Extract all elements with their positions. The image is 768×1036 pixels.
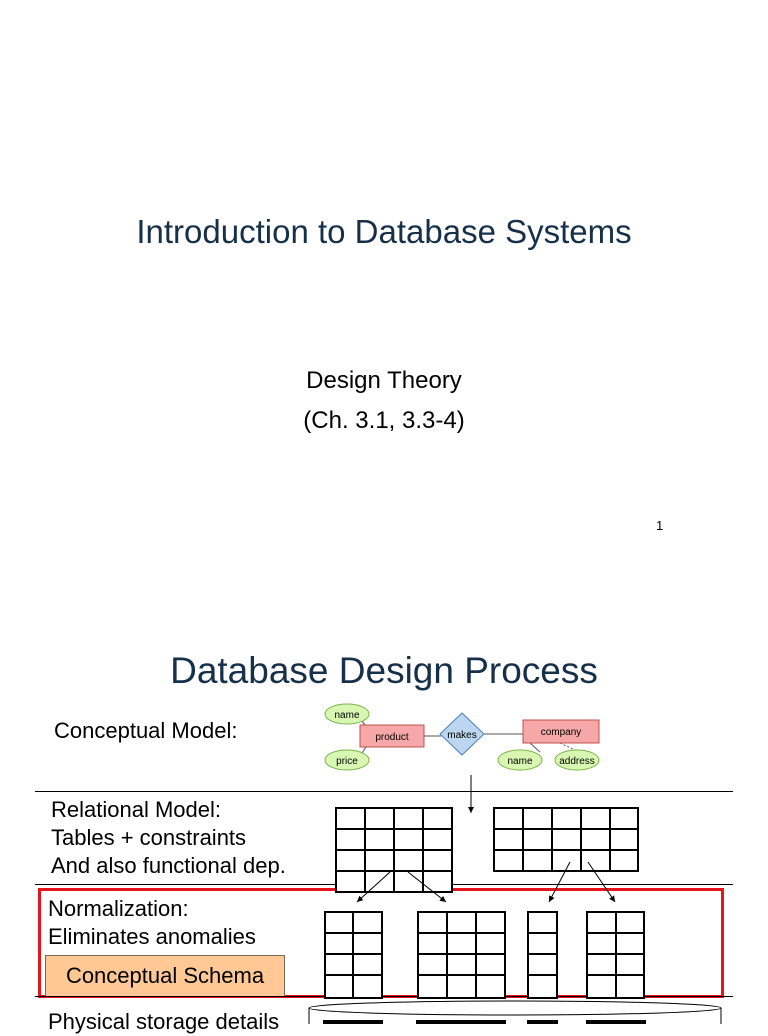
- attribute-address-text: address: [559, 756, 595, 767]
- conceptual-schema-box: Conceptual Schema: [45, 955, 285, 997]
- tables-constraints-label: Tables + constraints: [51, 825, 247, 850]
- normalized-table-3: [527, 911, 558, 999]
- relational-table-left: [335, 807, 453, 893]
- relational-table-right: [493, 807, 639, 872]
- functional-dep-label: And also functional dep.: [51, 853, 286, 878]
- attribute-price-text: price: [336, 756, 358, 767]
- slide1-subtitle-line2: (Ch. 3.1, 3.3-4): [303, 407, 465, 434]
- attribute-name-company: [497, 749, 543, 771]
- attribute-name-product: [324, 703, 370, 725]
- attribute-name-company-text: name: [507, 756, 532, 767]
- attribute-address: [554, 749, 600, 771]
- divider-line-3: [35, 996, 733, 997]
- normalized-table-2: [417, 911, 506, 999]
- storage-cylinder-top: [308, 1000, 722, 1016]
- normalization-arrows: [356, 861, 616, 903]
- relationship-makes: [439, 712, 485, 756]
- slide1-page-number: 1: [656, 518, 664, 533]
- attribute-name-product-text: name: [334, 710, 359, 721]
- relational-model-label: Relational Model:: [51, 797, 221, 822]
- normalization-label: Normalization:: [48, 896, 189, 921]
- conceptual-model-label: Conceptual Model:: [54, 718, 238, 743]
- slide2-title: Database Design Process: [170, 650, 598, 691]
- normalized-table-1: [324, 911, 383, 999]
- slide1-subtitle-line1: Design Theory: [306, 367, 462, 394]
- entity-product: [359, 724, 425, 748]
- eliminates-anomalies-label: Eliminates anomalies: [48, 924, 256, 949]
- physical-tables-partial: [323, 1020, 646, 1024]
- attribute-price: [324, 749, 370, 771]
- slide1-title: Introduction to Database Systems: [136, 213, 632, 250]
- divider-line-1: [35, 791, 733, 792]
- normalized-table-4: [586, 911, 645, 999]
- er-diagram: name price product makes company name ad…: [324, 703, 600, 771]
- entity-company: [522, 719, 600, 744]
- entity-company-text: company: [541, 727, 582, 738]
- entity-product-text: product: [375, 732, 409, 743]
- relationship-makes-text: makes: [447, 730, 476, 741]
